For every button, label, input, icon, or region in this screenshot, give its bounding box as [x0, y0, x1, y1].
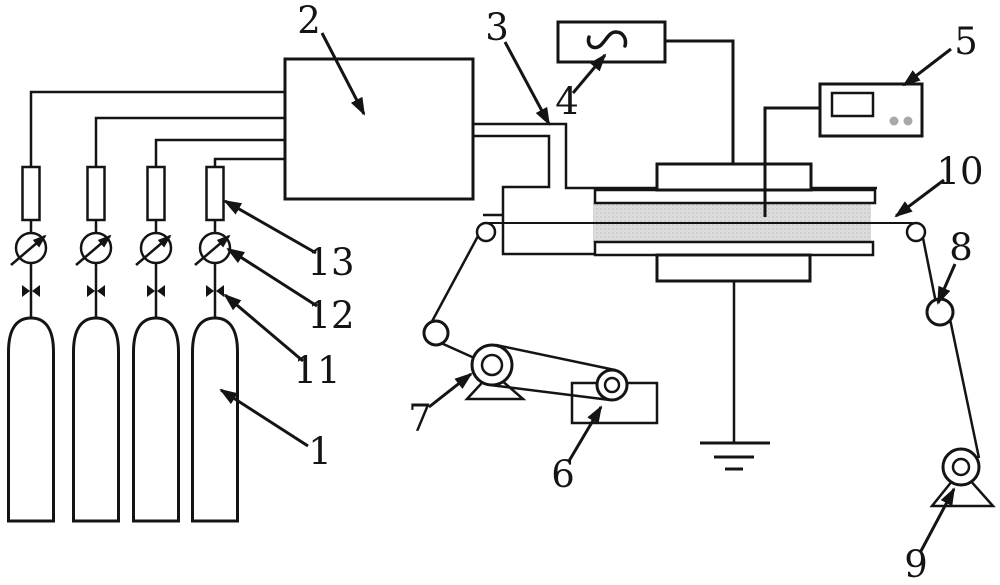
gas-mixing-chamber — [283, 57, 475, 201]
valve-icon — [206, 285, 224, 297]
bottom-electrode-plate — [593, 240, 875, 257]
regulator-arrows — [10, 234, 231, 266]
guide-roller-mid — [422, 319, 450, 347]
gas-cylinder-4 — [191, 316, 239, 523]
gas-supply-section — [7, 90, 285, 523]
bottom-electrode-block — [655, 253, 812, 283]
leader-arrow-1 — [219, 388, 309, 448]
leader-arrow-10 — [894, 178, 945, 218]
leader-arrow-6 — [567, 405, 603, 462]
gas-cylinder-1 — [7, 316, 55, 523]
controller-unit — [763, 82, 924, 217]
leader-arrow-13 — [223, 199, 317, 255]
guide-roller-left — [475, 221, 497, 243]
flow-meters — [21, 165, 225, 222]
leader-arrow-2 — [320, 32, 366, 116]
web-segment-to-roller-9 — [948, 318, 981, 459]
label-1: 1 — [308, 430, 332, 473]
leader-arrow-8 — [936, 263, 957, 305]
label-4: 4 — [555, 80, 579, 123]
label-5: 5 — [954, 20, 978, 63]
guide-roller-right — [905, 221, 927, 243]
ground-symbol — [700, 281, 770, 471]
diagram-root: 1 2 3 4 5 6 7 8 9 10 11 12 13 — [7, 0, 996, 585]
leader-arrow-4 — [571, 53, 607, 94]
label-7: 7 — [408, 397, 432, 440]
label-8: 8 — [949, 226, 973, 269]
roller-7-inner — [480, 353, 504, 377]
web-segment-left-down — [427, 235, 480, 328]
leader-arrow-12 — [226, 247, 318, 308]
belt-upper-line — [495, 343, 616, 372]
ac-source-box — [556, 20, 667, 64]
label-2: 2 — [297, 0, 321, 42]
flow-meter-4 — [205, 165, 225, 222]
power-wire-top-electrode — [665, 39, 735, 164]
label-9: 9 — [904, 543, 928, 585]
label-12: 12 — [307, 294, 354, 337]
labels: 1 2 3 4 5 6 7 8 9 10 11 12 13 — [293, 0, 983, 585]
flow-meter-2 — [86, 165, 106, 222]
leader-arrow-7 — [428, 372, 473, 409]
flow-meter-1 — [21, 165, 41, 222]
gas-line-4 — [213, 157, 285, 318]
top-electrode-plate — [593, 188, 877, 205]
sine-wave-icon — [586, 30, 628, 50]
regulator-arrow-icon — [10, 234, 47, 266]
gas-cylinder-3 — [132, 316, 180, 523]
valve-icon — [87, 285, 105, 297]
pressure-regulators — [10, 231, 232, 266]
controller-knob-icon — [903, 116, 913, 126]
controller-probe-wire — [763, 106, 820, 217]
leader-arrow-5 — [902, 47, 952, 87]
web-segment-right-down — [921, 237, 938, 304]
leader-arrows — [219, 32, 957, 552]
gas-cylinder-2 — [72, 316, 120, 523]
roller-8 — [925, 297, 955, 327]
valve-icon — [147, 285, 165, 297]
flow-meter-3 — [146, 165, 166, 222]
roller-6-inner — [603, 376, 621, 394]
gas-duct-inner-and-chamber-wall — [473, 134, 595, 256]
regulator-arrow-icon — [75, 234, 112, 266]
label-11: 11 — [293, 349, 340, 392]
top-electrode-block — [655, 162, 813, 192]
regulator-arrow-icon — [194, 234, 231, 266]
belt-lower-line — [489, 383, 611, 402]
leader-arrow-3 — [503, 41, 551, 126]
label-3: 3 — [485, 6, 509, 49]
rollers — [422, 221, 981, 487]
regulator-arrow-icon — [135, 234, 172, 266]
valve-icon — [22, 285, 40, 297]
web-handling-section — [422, 221, 996, 508]
label-13: 13 — [307, 241, 354, 284]
gas-cylinders — [7, 316, 239, 523]
roller-9-inner — [951, 457, 971, 477]
leader-arrow-9 — [919, 487, 956, 552]
cylinder-valves — [22, 285, 224, 297]
controller-knob-icon — [889, 116, 899, 126]
leader-arrow-11 — [223, 293, 304, 363]
label-10: 10 — [936, 150, 983, 193]
plasma-power-source — [556, 20, 735, 164]
label-6: 6 — [551, 453, 575, 496]
controller-display — [830, 91, 875, 118]
